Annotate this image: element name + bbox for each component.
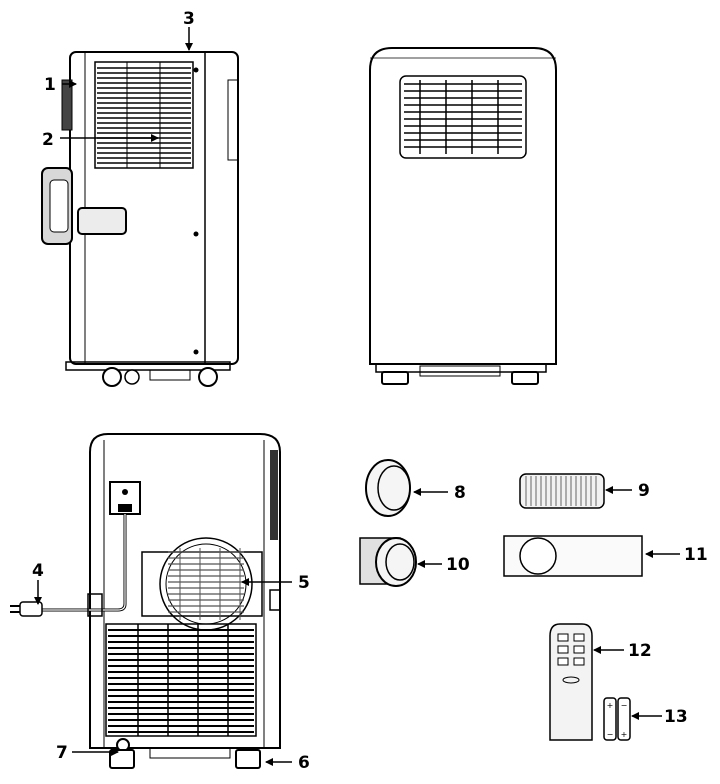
side-air-filter-grille bbox=[94, 61, 194, 169]
air-exhaust-outlet bbox=[141, 537, 281, 631]
callout-10: 10 bbox=[446, 555, 470, 575]
callout-8: 8 bbox=[454, 483, 466, 503]
callout-13: 13 bbox=[664, 707, 688, 727]
callout-11: 11 bbox=[684, 545, 708, 565]
front-view-unit bbox=[369, 47, 557, 385]
side-wheels bbox=[102, 367, 218, 387]
battery-plus-top: + bbox=[607, 701, 614, 710]
power-cord-socket bbox=[109, 481, 141, 515]
front-air-outlet-louver bbox=[399, 75, 527, 159]
callout-2: 2 bbox=[42, 130, 54, 150]
callout-5: 5 bbox=[298, 573, 310, 593]
callout-4: 4 bbox=[32, 561, 44, 581]
exhaust-hose bbox=[519, 473, 605, 509]
rear-view-unit bbox=[10, 433, 281, 769]
power-cord bbox=[10, 514, 127, 617]
callout-12: 12 bbox=[628, 641, 652, 661]
rear-air-filter-grille bbox=[105, 623, 257, 737]
window-slider-kit bbox=[503, 535, 643, 577]
callout-7: 7 bbox=[56, 743, 68, 763]
remote-control bbox=[549, 623, 593, 741]
callout-1: 1 bbox=[44, 75, 56, 95]
rear-wheels bbox=[109, 747, 261, 769]
callout-9: 9 bbox=[638, 481, 650, 501]
window-adapter-ring bbox=[365, 459, 411, 517]
front-wheels bbox=[381, 365, 539, 385]
side-view-unit bbox=[41, 51, 239, 387]
hose-adapter bbox=[359, 537, 417, 587]
batteries: + − − + bbox=[603, 697, 631, 741]
callout-3: 3 bbox=[183, 9, 195, 29]
leader-arrows bbox=[34, 27, 680, 766]
battery-minus-bottom: − bbox=[607, 730, 614, 739]
battery-plus-bottom: + bbox=[621, 730, 628, 739]
hose-bracket bbox=[41, 167, 127, 245]
callout-6: 6 bbox=[298, 753, 310, 773]
battery-minus-top: − bbox=[621, 701, 628, 710]
